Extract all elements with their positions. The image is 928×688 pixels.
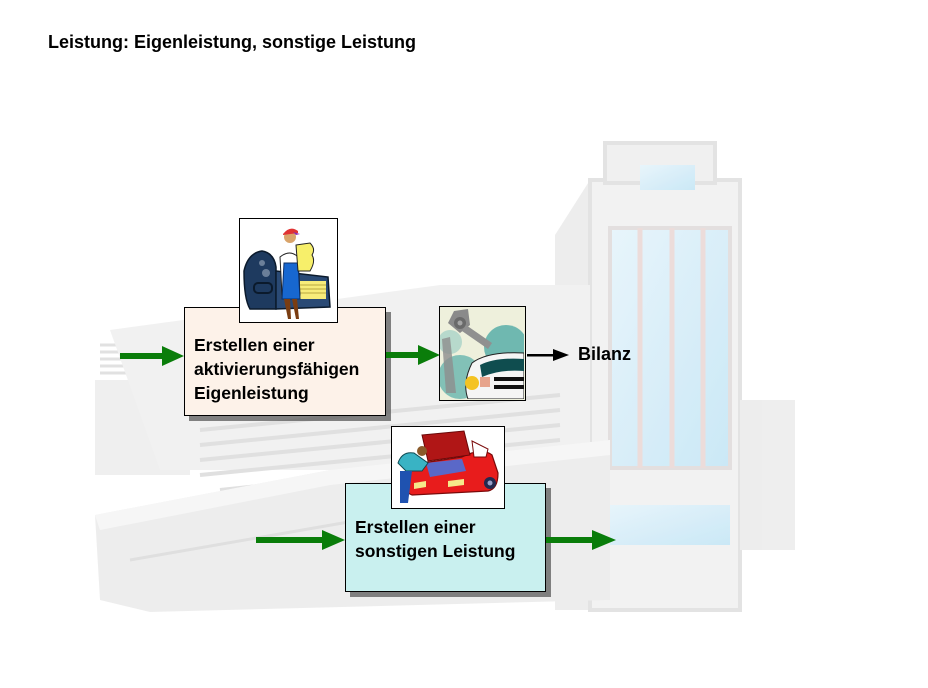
printing-press-worker-icon (239, 218, 338, 323)
flow-arrow-eigenleistung-asset (386, 345, 440, 365)
result-arrow-asset-bilanz (527, 349, 569, 361)
node-sonstige-line-1: Erstellen einer (355, 517, 476, 537)
node-eigenleistung-line-2: aktivierungsfähigen (194, 359, 360, 379)
flow-arrow-sonstige-output (546, 530, 616, 550)
node-eigenleistung-text: Erstellen einer aktivierungsfähigen Eige… (194, 333, 359, 405)
page-title: Leistung: Eigenleistung, sonstige Leistu… (48, 32, 417, 52)
flow-arrow-input-eigenleistung (120, 346, 184, 366)
robot-arm-car-icon (439, 306, 526, 401)
node-sonstige-text: Erstellen einer sonstigen Leistung (355, 515, 515, 563)
bilanz-label: Bilanz (578, 344, 632, 364)
node-eigenleistung (184, 307, 386, 416)
car-mechanic-icon (391, 426, 505, 509)
flow-arrow-input-sonstige (256, 530, 345, 550)
node-eigenleistung-line-1: Erstellen einer (194, 335, 315, 355)
node-eigenleistung-line-3: Eigenleistung (194, 383, 309, 403)
node-sonstige-line-2: sonstigen Leistung (355, 541, 516, 561)
